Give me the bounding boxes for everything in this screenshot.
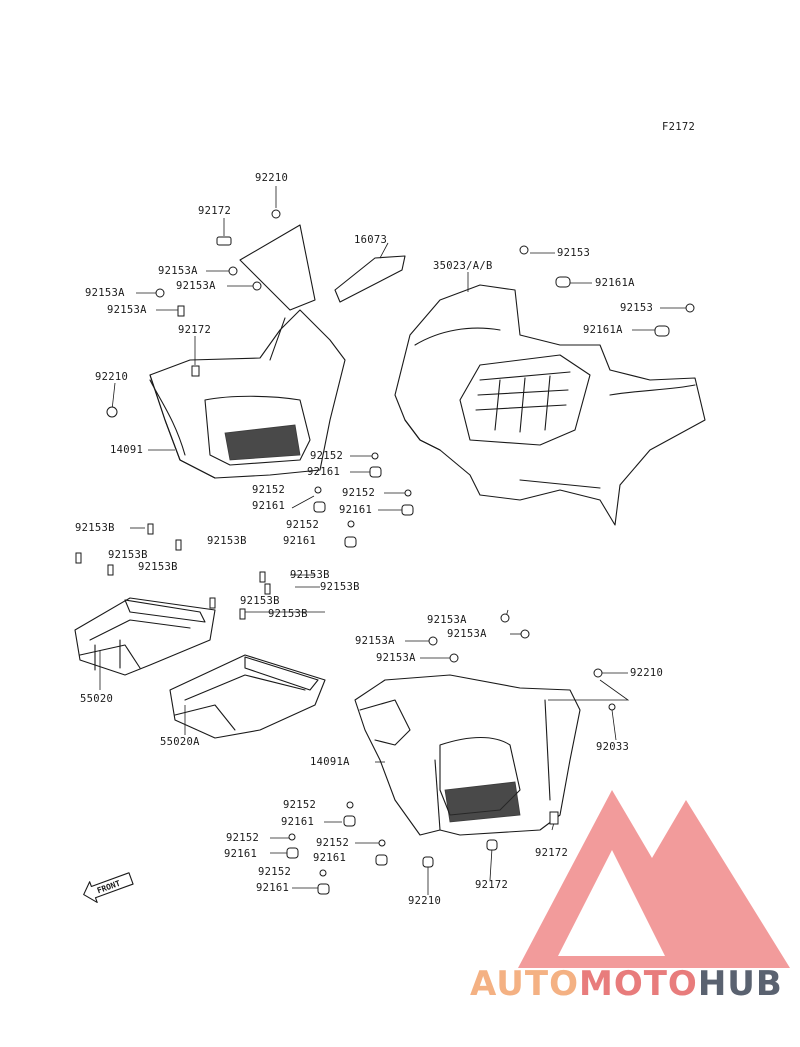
- label-92172-top: 92172: [198, 205, 231, 217]
- footrest-55020: [74, 597, 216, 676]
- label-92152-2: 92152: [252, 484, 285, 496]
- label-55020: 55020: [80, 693, 113, 705]
- label-92033: 92033: [596, 741, 629, 753]
- label-92153b-3: 92153B: [108, 549, 148, 561]
- label-92172-bottom: 92172: [475, 879, 508, 891]
- rear-fender-35023: [394, 284, 706, 526]
- label-92161-7: 92161: [313, 852, 346, 864]
- label-92152-6: 92152: [226, 832, 259, 844]
- label-92172-right: 92172: [535, 847, 568, 859]
- label-14091: 14091: [110, 444, 143, 456]
- label-92152-7: 92152: [316, 837, 349, 849]
- label-92210-top: 92210: [255, 172, 288, 184]
- label-92153b-4: 92153B: [138, 561, 178, 573]
- watermark-logo-triangle: [518, 790, 790, 968]
- label-92153b-8: 92153B: [268, 608, 308, 620]
- label-92210-bottom: 92210: [408, 895, 441, 907]
- label-92161a-1: 92161A: [595, 277, 635, 289]
- front-fender-14091: [149, 224, 346, 479]
- label-92153b-7: 92153B: [240, 595, 280, 607]
- label-92152-3: 92152: [342, 487, 375, 499]
- label-92161-2: 92161: [252, 500, 285, 512]
- label-14091a: 14091A: [310, 756, 350, 768]
- decal-16073: [334, 255, 406, 303]
- label-92153a-4: 92153A: [107, 304, 147, 316]
- figure-code: F2172: [662, 121, 695, 133]
- label-92161-3: 92161: [339, 504, 372, 516]
- label-92153a-3: 92153A: [85, 287, 125, 299]
- label-92161a-2: 92161A: [583, 324, 623, 336]
- label-92152-8: 92152: [258, 866, 291, 878]
- label-92153a-1: 92153A: [158, 265, 198, 277]
- label-92161-4: 92161: [283, 535, 316, 547]
- label-92161-1: 92161: [307, 466, 340, 478]
- label-92153b-1: 92153B: [75, 522, 115, 534]
- label-35023-a-b: 35023/A/B: [433, 260, 493, 272]
- label-16073: 16073: [354, 234, 387, 246]
- label-92153a-8: 92153A: [376, 652, 416, 664]
- front-fender-14091a: [354, 674, 581, 836]
- label-92153a-5: 92153A: [427, 614, 467, 626]
- label-92210-right: 92210: [630, 667, 663, 679]
- part-labels: 92210 92172 16073 35023/A/B 92153 92153A…: [75, 172, 663, 907]
- label-92153-top-right: 92153: [557, 247, 590, 259]
- label-92152-1: 92152: [310, 450, 343, 462]
- label-92153-right: 92153: [620, 302, 653, 314]
- label-92161-6: 92161: [224, 848, 257, 860]
- label-92152-5: 92152: [283, 799, 316, 811]
- front-direction-arrow: FRONT: [83, 872, 134, 903]
- label-92161-8: 92161: [256, 882, 289, 894]
- label-92172-left: 92172: [178, 324, 211, 336]
- label-92210-left: 92210: [95, 371, 128, 383]
- label-92153b-2: 92153B: [207, 535, 247, 547]
- label-92153a-7: 92153A: [355, 635, 395, 647]
- label-92153a-6: 92153A: [447, 628, 487, 640]
- label-92161-5: 92161: [281, 816, 314, 828]
- label-55020a: 55020A: [160, 736, 200, 748]
- label-92153b-5: 92153B: [290, 569, 330, 581]
- leader-lines: [99, 186, 688, 895]
- label-92153b-6: 92153B: [320, 581, 360, 593]
- footrest-55020a: [169, 654, 326, 739]
- label-92153a-2: 92153A: [176, 280, 216, 292]
- automotohub-watermark: AUTOMOTOHUB: [470, 790, 790, 1004]
- watermark-text: AUTOMOTOHUB: [470, 964, 783, 1004]
- fasteners: [75, 209, 695, 895]
- label-92152-4: 92152: [286, 519, 319, 531]
